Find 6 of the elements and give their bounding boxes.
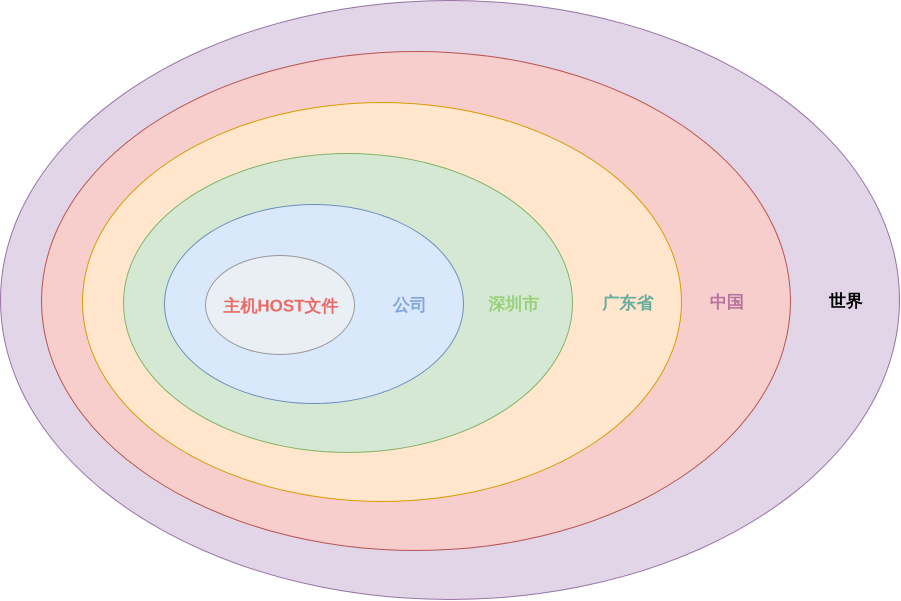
region-label: 广东省 [602, 292, 654, 314]
region-label: 世界 [829, 290, 863, 312]
region-label: 深圳市 [488, 294, 540, 316]
region-label: 公司 [393, 294, 427, 316]
region-label: 中国 [710, 292, 744, 314]
region-label: 主机HOST文件 [223, 296, 339, 318]
